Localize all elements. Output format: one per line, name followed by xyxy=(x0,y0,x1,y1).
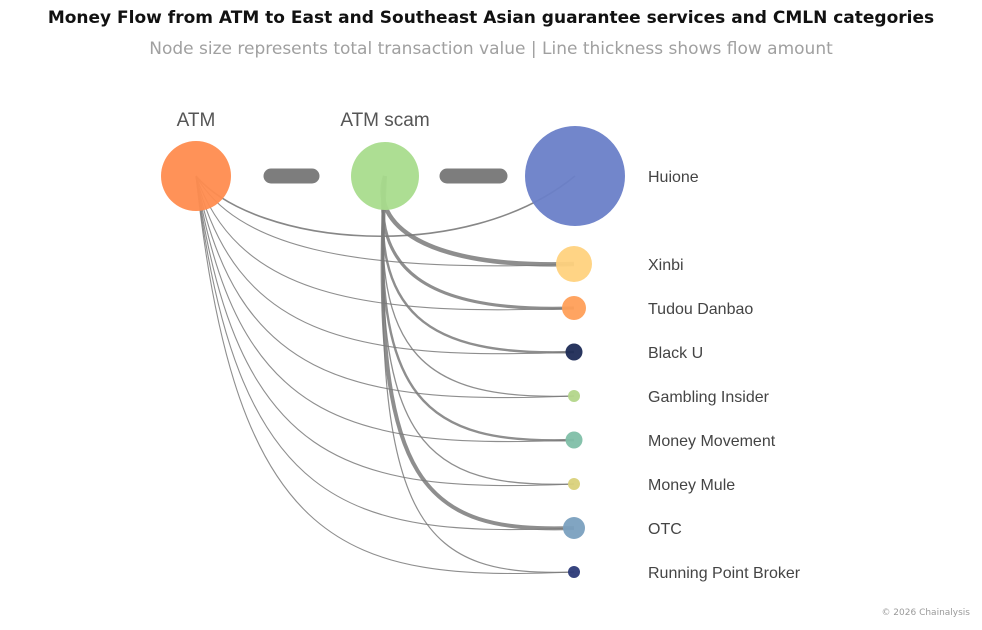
node-label-runner: Running Point Broker xyxy=(648,565,801,582)
node-label-atm_scam: ATM scam xyxy=(340,110,429,131)
node-huione xyxy=(525,126,625,226)
edge-atm-blacku xyxy=(195,175,575,355)
node-xinbi xyxy=(556,246,592,282)
edge-atm-tudou xyxy=(195,175,575,311)
edge-atm-otc xyxy=(195,175,575,531)
node-blacku xyxy=(565,343,583,361)
flow-nodes xyxy=(161,126,625,578)
node-label-xinbi: Xinbi xyxy=(648,257,684,274)
edge-atm-mule xyxy=(195,175,575,487)
node-runner xyxy=(568,566,580,578)
node-label-gambling: Gambling Insider xyxy=(648,389,770,406)
edge-atm-runner xyxy=(195,175,575,574)
edge-atm-huione xyxy=(195,175,576,237)
flow-edges xyxy=(195,175,576,574)
node-label-blacku: Black U xyxy=(648,345,703,362)
copyright: © 2026 Chainalysis xyxy=(881,608,970,618)
node-label-huione: Huione xyxy=(648,169,699,186)
node-otc xyxy=(563,517,585,539)
edge-atmscam-runner xyxy=(382,175,575,573)
edge-atmscam-mule xyxy=(382,175,575,486)
edge-atm-gambling xyxy=(195,175,575,399)
chart-subtitle: Node size represents total transaction v… xyxy=(149,39,833,59)
node-label-otc: OTC xyxy=(648,521,682,538)
node-mule xyxy=(568,478,580,490)
node-atm xyxy=(161,141,231,211)
node-label-moneymove: Money Movement xyxy=(648,433,776,450)
node-label-tudou: Tudou Danbao xyxy=(648,301,753,318)
edge-atm-moneymove xyxy=(195,175,575,443)
node-gambling xyxy=(568,390,580,402)
node-atm_scam xyxy=(351,142,419,210)
chart-title: Money Flow from ATM to East and Southeas… xyxy=(47,8,935,28)
node-moneymove xyxy=(565,431,583,449)
node-tudou xyxy=(562,296,586,320)
node-label-mule: Money Mule xyxy=(648,477,735,494)
node-label-atm: ATM xyxy=(177,110,216,131)
